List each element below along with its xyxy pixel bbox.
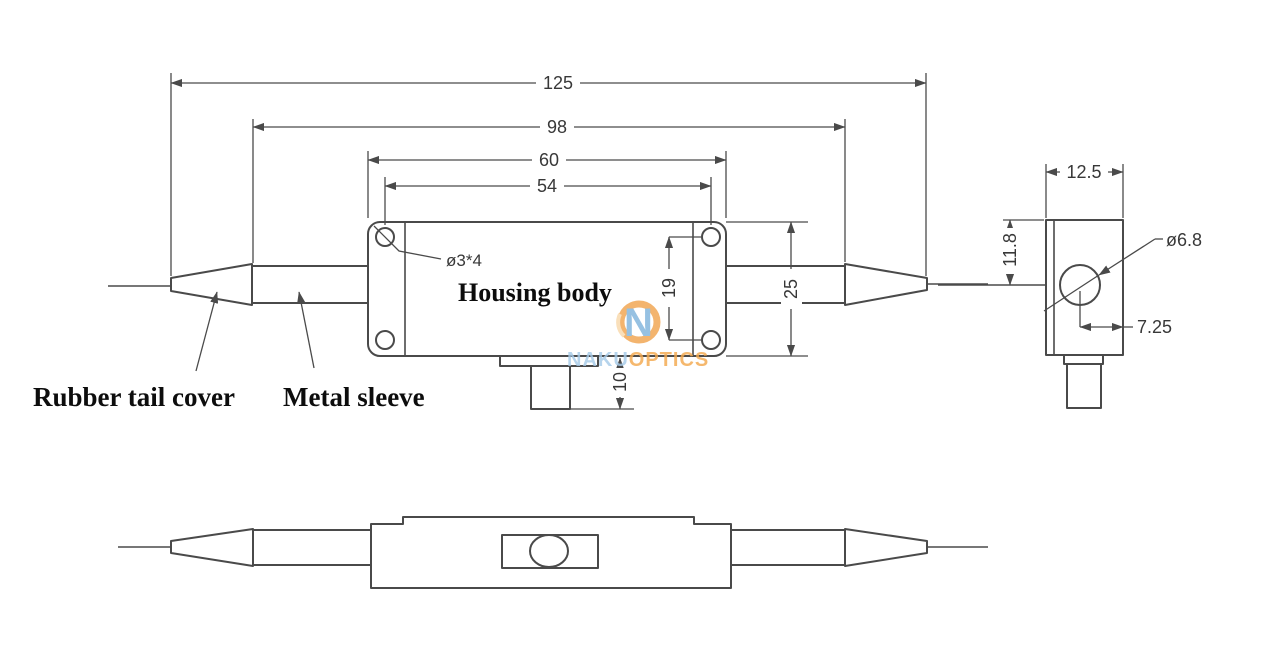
mounting-hole-leader-line [373,225,442,260]
dim-side-width-text: 12.5 [1066,162,1101,182]
housing-body-label: Housing body [458,278,612,307]
dim-text-mask [659,269,680,307]
center-hole [529,534,569,568]
dim-text-mask [1060,162,1108,182]
dim-hole-diameter-text: ø6.8 [1166,230,1202,250]
mounting-hole-bottom-left [375,330,395,350]
dim-text-mask [1000,228,1020,274]
bottom-view [118,516,988,589]
dim-hole-spacing-horizontal-text: 54 [537,176,557,196]
metal-sleeve-right [730,529,846,566]
dim-text-mask [610,368,630,397]
dim-text-mask [540,117,574,137]
side-bottom-step [1063,354,1104,365]
dim-body-length-text: 60 [539,150,559,170]
mounting-hole-top-right [701,227,721,247]
dim-text-mask [781,269,802,309]
brand-logo-ring-highlight [616,313,626,338]
side-view: 12.5 11.8 ø6.8 7.25 [938,162,1202,409]
brand-logo-letter: N [624,301,654,345]
metal-sleeve-left [252,529,372,566]
rubber-tail-cover-left [170,528,254,567]
metal-sleeve-arrow [297,291,315,369]
dim-center-offset-text: 7.25 [1137,317,1172,337]
mounting-hole-bottom-right [701,330,721,350]
front-view: 125 98 60 54 25 19 10 [33,73,988,412]
side-bottom-tab [1066,363,1102,409]
dim-overall-length-text: 125 [543,73,573,93]
dim-height-to-center-text: 11.8 [1000,233,1020,267]
dim-text-mask [532,150,566,170]
brand-wordmark-blue: NAKU [567,349,629,371]
rubber-tail-cover-right [844,528,928,567]
dim-text-mask [536,73,580,93]
dim-body-height-text: 25 [781,279,801,299]
dim-text-mask [530,176,564,196]
side-hole-leader-arrow [1098,238,1156,276]
mounting-hole-note-text: ø3*4 [446,251,482,270]
rubber-tail-cover-arrow [195,291,219,372]
rubber-tail-cover-right [844,263,928,306]
dim-hole-spacing-vertical-text: 19 [659,278,679,298]
side-hole-leader-line [1043,274,1100,312]
brand-logo-ring [617,300,661,344]
dim-sleeve-to-sleeve-text: 98 [547,117,567,137]
metal-sleeve-label: Metal sleeve [283,382,425,412]
watermark: N NAKUOPTICS [567,300,709,371]
bottom-tab [530,365,571,410]
rubber-tail-cover-left [170,263,253,306]
brand-wordmark: NAKUOPTICS [567,349,709,371]
dim-tab-height-text: 10 [610,372,630,392]
rubber-tail-cover-label: Rubber tail cover [33,382,235,412]
metal-sleeve-left [251,265,369,304]
brand-wordmark-orange: OPTICS [629,349,709,371]
